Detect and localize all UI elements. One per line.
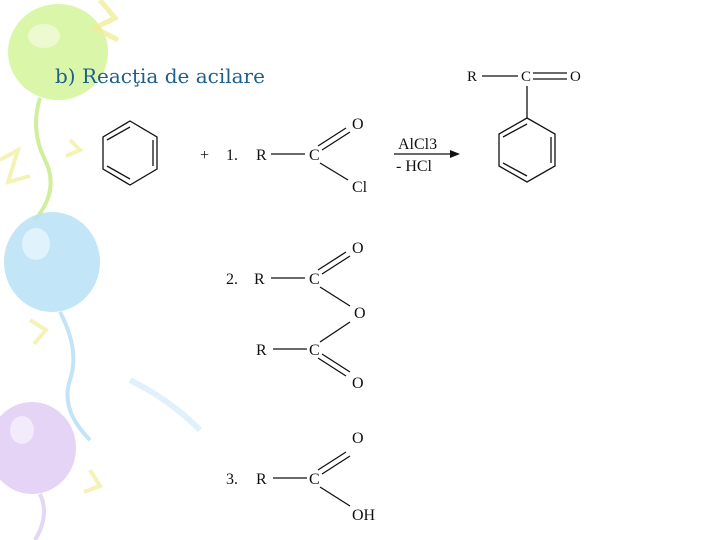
r-atom: R <box>254 271 265 288</box>
c-atom: C <box>309 342 320 359</box>
reagent-3-number: 3. <box>226 471 238 488</box>
reagent-1-number: 1. <box>226 147 238 164</box>
r-atom: R <box>256 147 267 164</box>
o-bridge-atom: O <box>354 305 366 322</box>
c-atom: C <box>309 271 320 288</box>
byproduct-label: - HCl <box>396 158 433 175</box>
ketone-product: R C O <box>467 69 581 183</box>
reagent-3-carboxylic-acid: R C O OH <box>256 430 376 524</box>
r-atom: R <box>256 342 267 359</box>
reagent-2-number: 2. <box>226 271 238 288</box>
r-atom: R <box>256 471 267 488</box>
c-atom: C <box>309 147 320 164</box>
slide-title: b) Reacţia de acilare <box>55 64 265 88</box>
green-balloon <box>8 4 108 222</box>
yellow-ribbon <box>0 0 120 185</box>
plus-sign: + <box>200 147 209 164</box>
benzene-reactant <box>102 120 158 186</box>
blue-balloon <box>4 212 203 442</box>
o-atom: O <box>570 69 581 85</box>
c-atom: C <box>521 69 531 85</box>
r-atom: R <box>467 69 477 85</box>
purple-balloon <box>0 402 76 540</box>
c-atom: C <box>309 471 320 488</box>
yellow-confetti <box>28 138 103 494</box>
o-atom: O <box>352 375 364 392</box>
reagent-1-acyl-chloride: R C O Cl <box>256 116 368 196</box>
reaction-arrow: AlCl3 - HCl <box>394 136 460 175</box>
cl-atom: Cl <box>352 179 368 196</box>
o-atom: O <box>352 116 364 133</box>
reagent-2-anhydride: R C O O R C O <box>254 240 366 392</box>
catalyst-label: AlCl3 <box>398 136 437 153</box>
o-atom: O <box>352 430 364 447</box>
oh-group: OH <box>352 507 376 524</box>
o-atom: O <box>352 240 364 257</box>
